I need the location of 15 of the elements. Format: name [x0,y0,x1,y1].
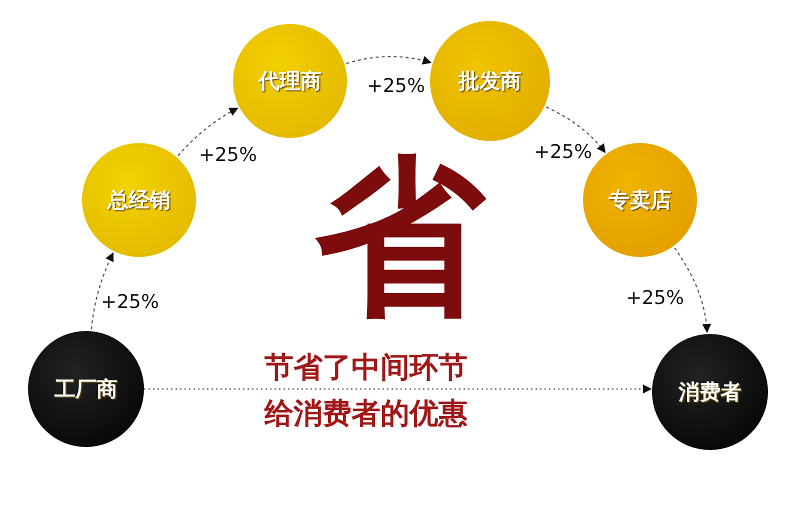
slogan-text: 给消费者的优惠 [264,395,468,432]
arrow [346,56,432,65]
node-label: 专卖店 [608,187,672,214]
node-label: 总经销 [108,187,170,214]
node-label: 工厂商 [54,376,118,403]
node-label: 批发商 [458,68,522,95]
node-label: 消费者 [678,379,742,406]
big-character: 省 [315,153,485,323]
arrow [178,108,238,156]
arrow [144,384,652,394]
slogan-text: 节省了中间环节 [264,349,468,386]
node-label: 代理商 [258,68,322,95]
arrow [674,247,711,333]
arrow [90,252,114,330]
arrow [546,106,606,154]
